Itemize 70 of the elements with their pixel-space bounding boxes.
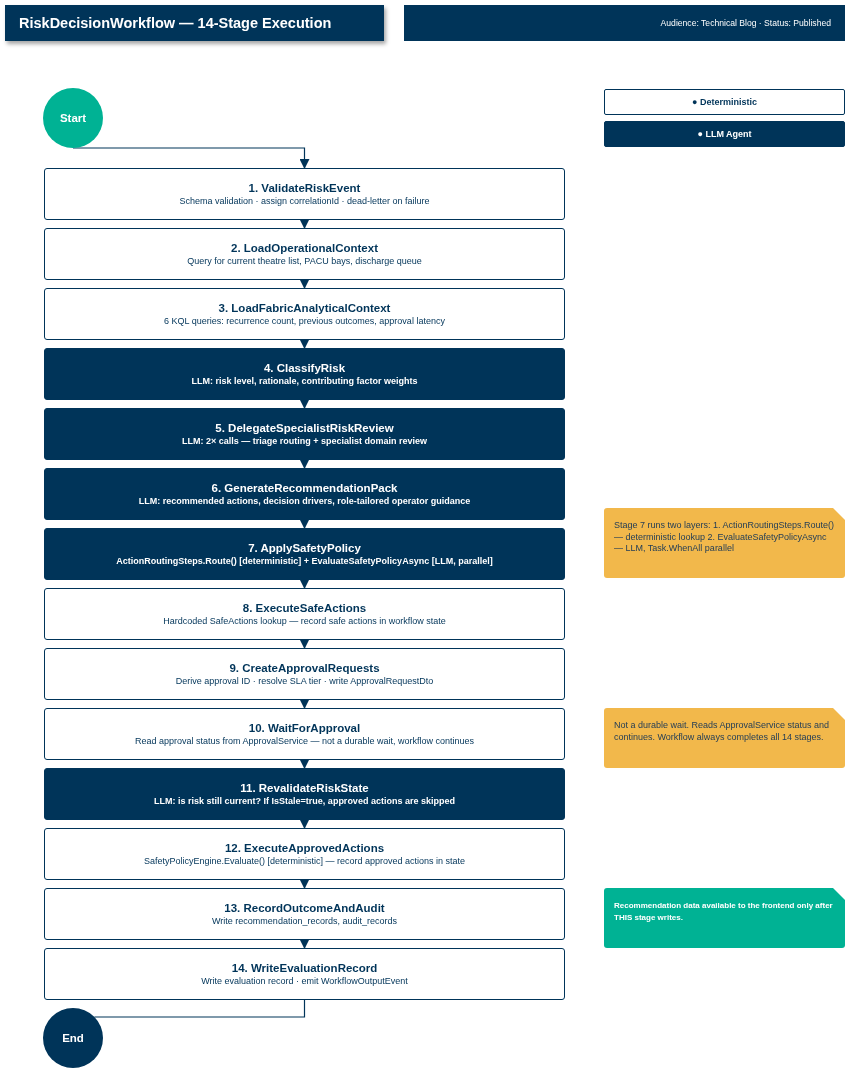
note-card: [604, 508, 845, 578]
process-box: [44, 288, 565, 340]
title-banner: RiskDecisionWorkflow — 14-Stage Execution: [5, 5, 384, 41]
process-box: [44, 828, 565, 880]
step-title: 10. WaitForApproval: [248, 721, 361, 735]
step-description: LLM: 2× calls — triage routing + specialist domain review: [181, 435, 428, 447]
flow-arrow: [299, 219, 310, 229]
step-description: 6 KQL queries: recurrence count, previous outcomes, approval latency: [164, 315, 445, 327]
process-box: [44, 588, 565, 640]
header-metadata: Audience: Technical Blog · Status: Published: [660, 18, 831, 28]
flow-arrow: [299, 939, 310, 949]
note-card: [604, 888, 845, 948]
step-description: Read approval status from ApprovalService — not a durable wait, workflow continues: [134, 735, 475, 747]
step-title: 5. DelegateSpecialistRiskReview: [215, 421, 394, 435]
flow-arrow: [299, 279, 310, 289]
step-title: 1. ValidateRiskEvent: [248, 181, 361, 195]
step-title: 8. ExecuteSafeActions: [242, 601, 367, 615]
end-circle: [43, 1008, 103, 1068]
step-description: LLM: is risk still current? If IsStale=true, approved actions are skipped: [154, 795, 455, 807]
flow-arrow: [299, 699, 310, 709]
flow-arrow: [299, 519, 310, 529]
step-description: ActionRoutingSteps.Route() [deterministic] + EvaluateSafetyPolicyAsync [LLM, parallel]: [116, 555, 493, 567]
step-description: Write evaluation record · emit WorkflowOutputEvent: [201, 975, 408, 987]
process-box: [44, 888, 565, 940]
step-title: 7. ApplySafetyPolicy: [248, 541, 361, 555]
step-description: LLM: risk level, rationale, contributing factor weights: [191, 375, 418, 387]
step-title: 3. LoadFabricAnalyticalContext: [218, 301, 391, 315]
step-title: 11. RevalidateRiskState: [240, 781, 369, 795]
note-card: [604, 708, 845, 768]
step-description: LLM: recommended actions, decision drivers, role-tailored operator guidance: [138, 495, 471, 507]
process-box: [44, 168, 565, 220]
flow-arrow: [299, 819, 310, 829]
step-title: 2. LoadOperationalContext: [231, 241, 378, 255]
step-description: Write recommendation_records, audit_records: [212, 915, 397, 927]
step-title: 12. ExecuteApprovedActions: [224, 841, 385, 855]
step-description: SafetyPolicyEngine.Evaluate() [deterministic] — record approved actions in state: [143, 855, 466, 867]
llm-process-box: [44, 768, 565, 820]
note-text: Recommendation data available to the frontend only after THIS stage writes.: [614, 900, 834, 923]
note-text: Stage 7 runs two layers: 1. ActionRoutingSteps.Route() — deterministic lookup 2. EvaluateSafetyPolicyAsync — LLM, Task.WhenAll parallel: [614, 520, 835, 555]
llm-process-box: [44, 468, 565, 520]
step-title: 4. ClassifyRisk: [263, 361, 346, 375]
terminal-label: End: [62, 1031, 84, 1045]
step-description: Hardcoded SafeActions lookup — record safe actions in workflow state: [163, 615, 446, 627]
flow-arrow: [72, 147, 310, 169]
step-title: 9. CreateApprovalRequests: [229, 661, 380, 675]
legend-item: ● Deterministic: [604, 89, 845, 115]
flow-arrow: [299, 759, 310, 769]
llm-process-box: [44, 528, 565, 580]
step-description: Schema validation · assign correlationId · dead-letter on failure: [179, 195, 430, 207]
process-box: [44, 228, 565, 280]
flow-arrow: [299, 879, 310, 889]
start-circle: [43, 88, 103, 148]
note-text: Not a durable wait. Reads ApprovalService status and continues. Workflow always completes all 14 stages.: [614, 720, 831, 743]
flow-arrow: [299, 639, 310, 649]
process-box: [44, 948, 565, 1000]
step-description: Derive approval ID · resolve SLA tier · write ApprovalRequestDto: [175, 675, 434, 687]
flow-arrow: [299, 399, 310, 409]
process-box: [44, 648, 565, 700]
flow-arrow: [299, 579, 310, 589]
step-description: Query for current theatre list, PACU bays, discharge queue: [187, 255, 422, 267]
llm-process-box: [44, 348, 565, 400]
process-box: [44, 708, 565, 760]
flow-arrow: [299, 459, 310, 469]
llm-process-box: [44, 408, 565, 460]
step-title: 13. RecordOutcomeAndAudit: [224, 901, 385, 915]
step-title: 6. GenerateRecommendationPack: [211, 481, 398, 495]
legend-item: ● LLM Agent: [604, 121, 845, 147]
step-title: 14. WriteEvaluationRecord: [231, 961, 378, 975]
terminal-label: Start: [59, 111, 87, 125]
flow-arrow: [299, 339, 310, 349]
